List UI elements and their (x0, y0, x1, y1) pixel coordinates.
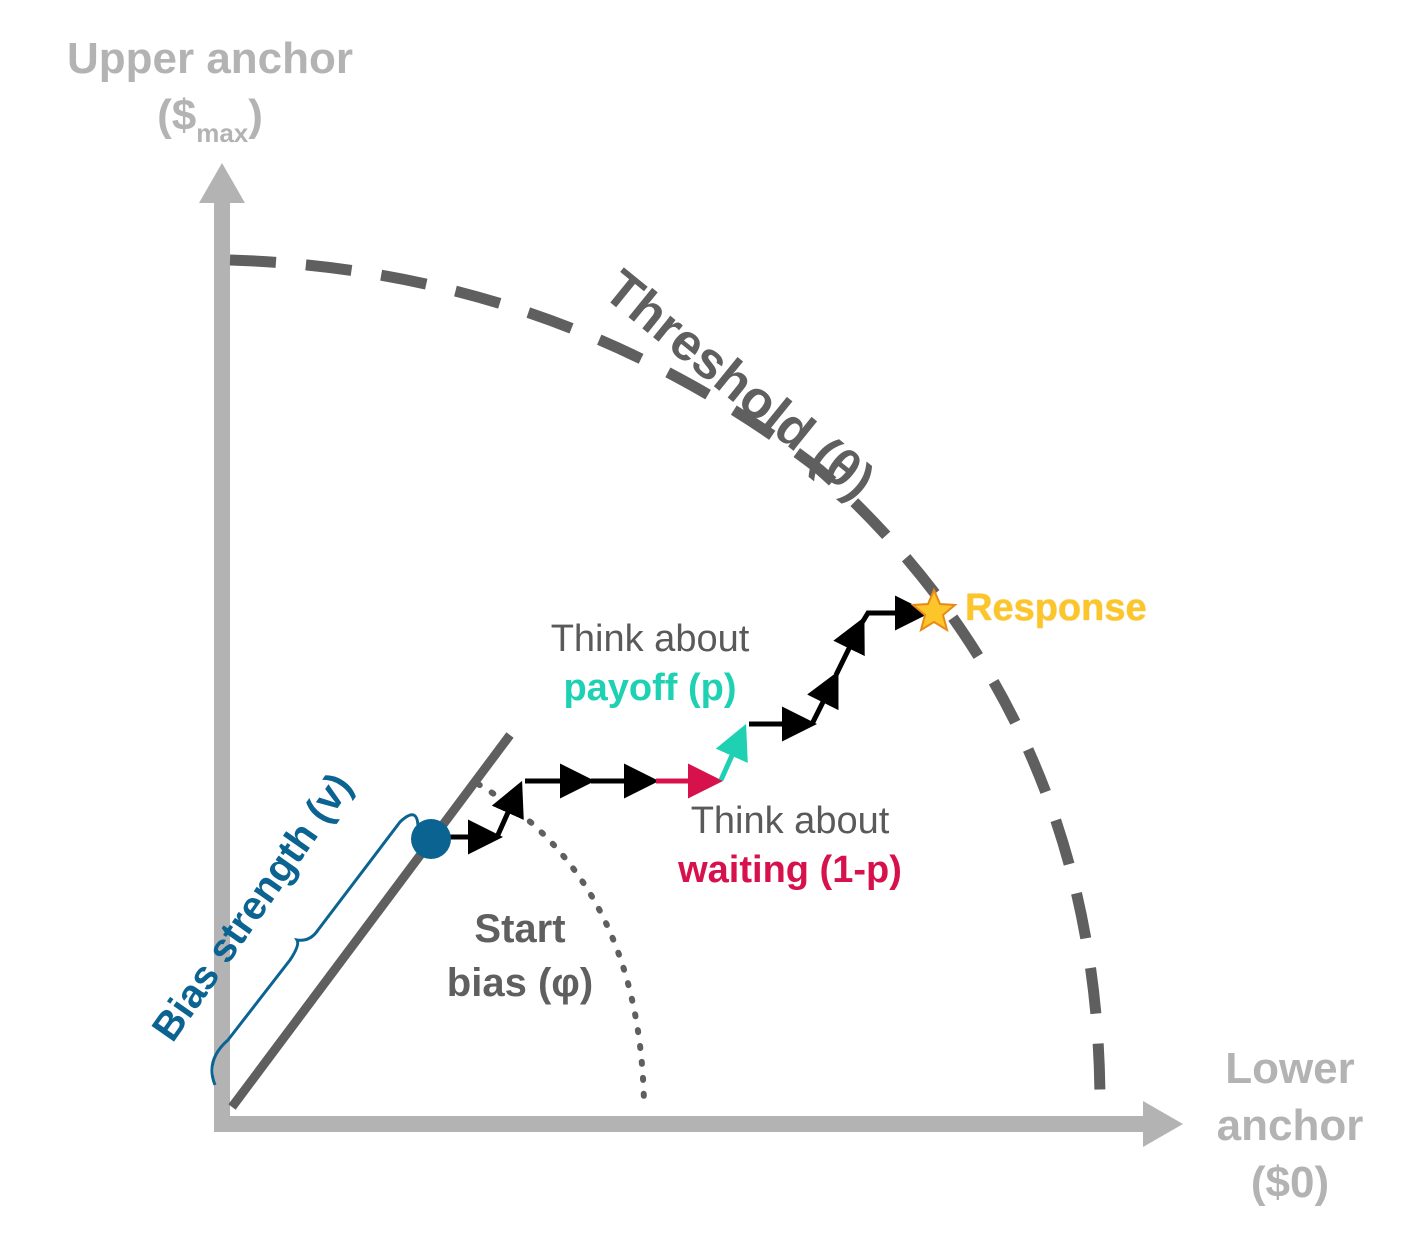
y-axis-label-line2: ($max) (30, 87, 390, 151)
payoff-note: Think about payoff (p) (530, 615, 770, 714)
bias-strength-brace (210, 813, 420, 1086)
x-axis-label-line2: anchor (1216, 1101, 1364, 1151)
y-axis-label-close: ) (248, 91, 263, 141)
payoff-step (715, 723, 748, 782)
y-axis-label-line1: Upper anchor (66, 34, 354, 83)
y-axis-label: Upper anchor ($max) (30, 30, 390, 151)
response-label: Response (965, 587, 1147, 629)
threshold-curve (229, 254, 1106, 1106)
path-step (491, 780, 524, 839)
waiting-note-line1: Think about (690, 800, 890, 842)
start-point (411, 819, 451, 859)
bias-line (228, 732, 514, 1110)
x-axis-arrow-head-icon (1143, 1101, 1183, 1147)
waiting-note-line2: waiting (1-p) (678, 849, 902, 892)
payoff-note-line1: Think about (550, 618, 750, 660)
x-axis-label-line1: Lower (1225, 1044, 1355, 1093)
start-bias-label: Start bias (φ) (420, 902, 620, 1010)
path-step (833, 617, 865, 677)
waiting-note: Think about waiting (1-p) (660, 797, 920, 896)
x-axis-label-line3: ($0) (1250, 1158, 1330, 1208)
y-axis-label-sub: max (196, 118, 249, 149)
path-step (807, 671, 839, 726)
star-icon (910, 587, 958, 633)
y-axis-label-sym: ($ (157, 91, 197, 141)
path-step (857, 595, 930, 631)
start-bias-line2: bias (φ) (446, 961, 594, 1005)
axes (199, 163, 1183, 1147)
x-axis-label: Lower anchor ($0) (1190, 1040, 1390, 1212)
evidence-path (448, 595, 930, 855)
start-bias-line1: Start (474, 907, 566, 951)
y-axis-arrow-head-icon (199, 163, 245, 203)
payoff-note-line2: payoff (p) (563, 667, 737, 710)
